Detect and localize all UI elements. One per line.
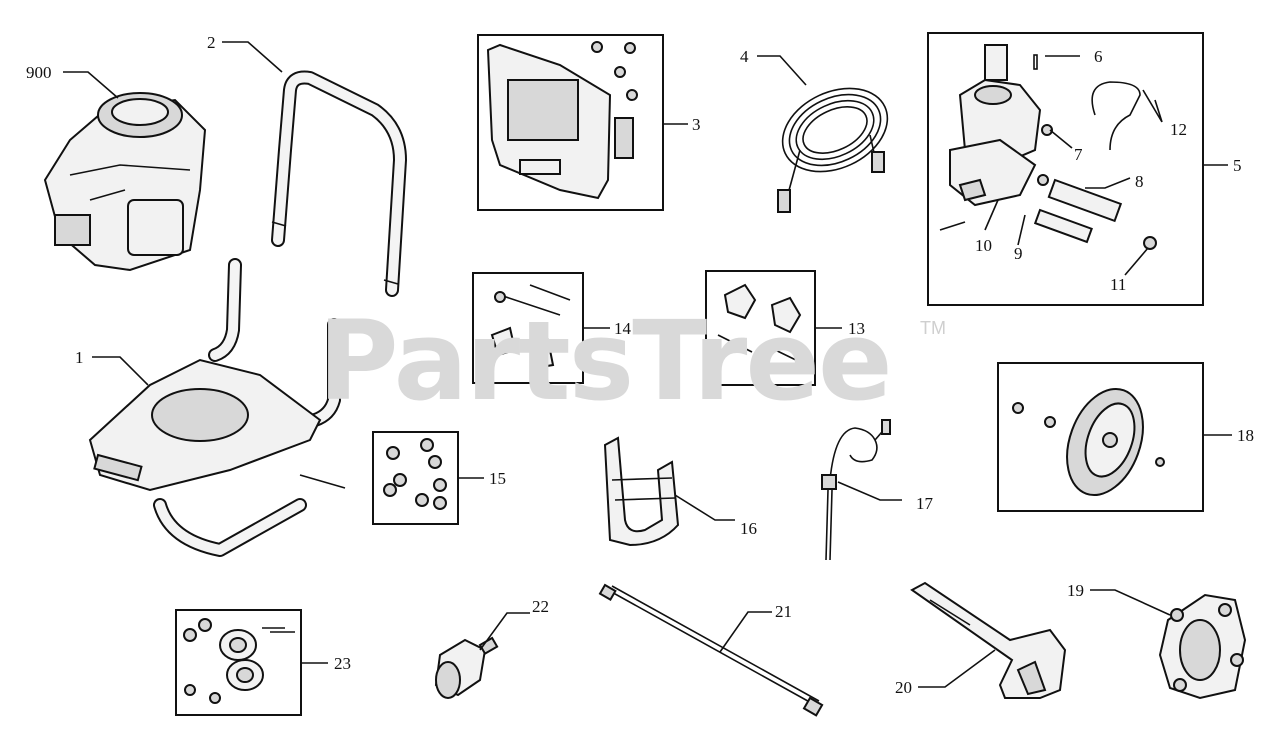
- callout-7: 7: [1074, 145, 1083, 164]
- callout-2: 2: [207, 33, 216, 52]
- box-part-13: [705, 270, 816, 386]
- leader-16: [674, 494, 735, 521]
- box-part-18: [997, 362, 1204, 512]
- callout-21: 21: [775, 602, 792, 621]
- wheel-drawing: [1012, 387, 1165, 497]
- watermark-trademark: TM: [920, 318, 946, 338]
- callout-19: 19: [1067, 581, 1084, 600]
- knobs-13-drawing: [717, 283, 802, 363]
- spray-gun-drawing: [910, 581, 1067, 699]
- callout-9: 9: [1014, 244, 1023, 263]
- callout-23: 23: [334, 654, 351, 673]
- callout-900: 900: [26, 63, 52, 82]
- leader-19: [1090, 589, 1171, 616]
- leader-21: [719, 611, 772, 653]
- leader-1: [92, 356, 149, 386]
- bearings-23-drawing: [183, 618, 295, 704]
- leader-9: [1017, 214, 1026, 246]
- detergent-tube-drawing: [821, 419, 891, 561]
- lance-drawing: [598, 583, 824, 717]
- leader-2: [222, 41, 283, 73]
- leader-22: [479, 612, 530, 651]
- callout-16: 16: [740, 519, 757, 538]
- leader-10: [984, 199, 999, 231]
- callout-15: 15: [489, 469, 506, 488]
- leader-8: [1085, 177, 1131, 189]
- callout-17: 17: [916, 494, 933, 513]
- box-part-15: [372, 431, 459, 525]
- callout-13: 13: [848, 319, 865, 338]
- callout-11: 11: [1110, 275, 1127, 294]
- callout-22: 22: [532, 597, 549, 616]
- bolts-14-drawing: [490, 284, 571, 370]
- leader-4: [757, 55, 807, 86]
- box-part-5: [927, 32, 1204, 306]
- callout-1: 1: [75, 348, 84, 367]
- callout-12: 12: [1170, 120, 1187, 139]
- holder-drawing: [603, 436, 680, 547]
- leader-12: [1142, 89, 1163, 123]
- hose-drawing: [777, 87, 889, 213]
- leader-7: [1049, 129, 1073, 149]
- frame-drawing: [88, 258, 346, 557]
- nozzle-drawing: [434, 636, 499, 699]
- bracket-drawing: [1158, 593, 1247, 700]
- pump-drawing: [939, 44, 1157, 250]
- leader-11: [1124, 247, 1149, 276]
- callout-18: 18: [1237, 426, 1254, 445]
- box-part-14: [472, 272, 584, 384]
- callout-14: 14: [614, 319, 631, 338]
- box-part-3: [477, 34, 664, 211]
- panel-drawing: [486, 41, 638, 200]
- callout-20: 20: [895, 678, 912, 697]
- callout-4: 4: [740, 47, 749, 66]
- leader-900: [63, 71, 119, 99]
- callout-10: 10: [975, 236, 992, 255]
- handle-drawing: [271, 70, 407, 297]
- callout-6: 6: [1094, 47, 1103, 66]
- fasteners-15-drawing: [383, 438, 447, 510]
- callout-5: 5: [1233, 156, 1242, 175]
- leader-17: [837, 481, 902, 501]
- callout-8: 8: [1135, 172, 1144, 191]
- leader-20: [918, 649, 996, 688]
- callout-3: 3: [692, 115, 701, 134]
- engine-drawing: [43, 92, 207, 272]
